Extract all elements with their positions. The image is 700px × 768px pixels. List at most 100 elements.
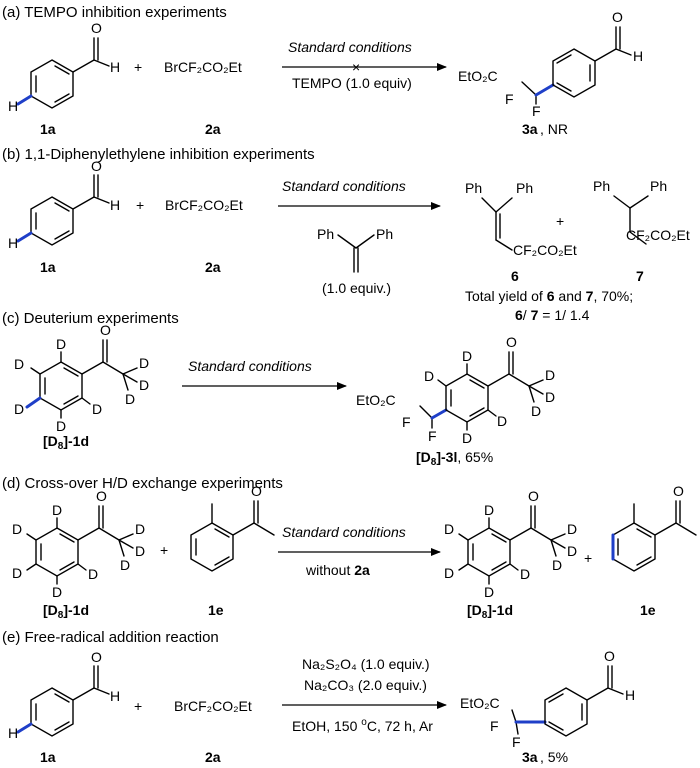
deuterium: D — [424, 368, 434, 384]
ketone-oxygen-1e: O — [251, 483, 262, 499]
fluorine-2: F — [532, 103, 541, 119]
condition-2: Na₂CO₃ (2.0 equiv.) — [304, 677, 427, 693]
condition-3: EtOH, 150 oC, 72 h, Ar — [292, 717, 433, 734]
p6-ph2: Ph — [516, 180, 533, 196]
product-ester: EtO₂C — [458, 68, 498, 84]
fluorine-e2: F — [512, 734, 521, 750]
product-aldehyde-h-e: H — [625, 687, 635, 703]
deuterium: D — [88, 566, 98, 582]
aldehyde-oxygen: O — [91, 20, 102, 36]
reagent-2a: BrCF₂CO₂Et — [164, 59, 242, 75]
ketone-oxygen: O — [100, 322, 111, 338]
label-6: 6 — [511, 268, 519, 284]
yield-line: Total yield of 6 and 7, 70%; — [465, 288, 633, 304]
para-h: H — [8, 98, 18, 114]
product-3a-ring — [552, 26, 632, 98]
deuterium: D — [520, 566, 530, 582]
deuterium: D — [462, 348, 472, 364]
label-1e-p: 1e — [640, 602, 656, 618]
product-ester-c: EtO₂C — [356, 392, 396, 408]
plus-sign-b: + — [136, 197, 144, 213]
benzaldehyde-1a-e — [16, 664, 111, 738]
ketone-oxygen-dp: O — [528, 488, 539, 504]
condition-bottom-d: without 2a — [305, 562, 370, 578]
aldehyde-h-b: H — [110, 197, 120, 213]
deuterium: D — [14, 356, 24, 372]
compound-1e-prod — [612, 500, 697, 572]
section-d: (d) Cross-over H/D exchange experiments … — [2, 475, 697, 621]
ketone-oxygen-p: O — [506, 334, 517, 350]
dpe-ph1: Ph — [317, 226, 334, 242]
label-1a-e: 1a — [40, 749, 56, 765]
deuterium: D — [56, 336, 66, 352]
p7-ph2: Ph — [650, 178, 667, 194]
p6-chain: CF₂CO₂Et — [513, 242, 577, 258]
plus-sign-d2: + — [584, 550, 592, 566]
fluorine-e1: F — [490, 718, 499, 734]
benzaldehyde-1a — [16, 36, 111, 110]
deuterium: D — [462, 430, 472, 446]
condition-top-d: Standard conditions — [282, 524, 406, 540]
product-3a-ring-e — [544, 665, 624, 737]
fluorine-c1: F — [402, 414, 411, 430]
p6-ph1: Ph — [465, 180, 482, 196]
plus-sign-e: + — [134, 698, 142, 714]
section-e: (e) Free-radical addition reaction O H H… — [2, 629, 635, 765]
label-3a-e: 3a — [522, 749, 538, 765]
deuterium: D — [56, 418, 66, 434]
label-2a: 2a — [205, 121, 221, 137]
deuterium: D — [12, 521, 22, 537]
label-1a-b: 1a — [40, 259, 56, 275]
label-3a: 3a — [522, 121, 538, 137]
section-b-title: (b) 1,1-Diphenylethylene inhibition expe… — [2, 146, 315, 163]
ratio-line: 6/ 7 = 1/ 1.4 — [515, 307, 590, 323]
product-ester-e: EtO₂C — [460, 695, 500, 711]
product-aldehyde-o: O — [612, 9, 623, 25]
deuterium: D — [444, 565, 454, 581]
aldehyde-h-e: H — [110, 688, 120, 704]
p7-ph1: Ph — [593, 178, 610, 194]
deuterium: D — [14, 401, 24, 417]
plus-sign-d: + — [160, 542, 168, 558]
deuterium: D — [497, 413, 507, 429]
condition-1: Na₂S₂O₄ (1.0 equiv.) — [302, 656, 430, 672]
label-7: 7 — [636, 268, 644, 284]
deuterium: D — [120, 557, 130, 573]
deuterium: D — [484, 584, 494, 600]
product-aldehyde-o-e: O — [604, 648, 615, 664]
plus-sign-b2: + — [556, 213, 564, 229]
deuterium: D — [135, 521, 145, 537]
reagent-2a-e: BrCF₂CO₂Et — [174, 698, 252, 714]
deuterium: D — [545, 367, 555, 383]
label-3a-e-note: , 5% — [540, 749, 568, 765]
section-e-title: (e) Free-radical addition reaction — [2, 629, 219, 646]
deuterium: D — [531, 403, 541, 419]
dpe-equiv: (1.0 equiv.) — [322, 280, 391, 296]
fluorine-1: F — [505, 91, 514, 107]
aldehyde-oxygen-e: O — [91, 649, 102, 665]
section-d-title: (d) Cross-over H/D exchange experiments — [2, 475, 283, 492]
benzaldehyde-1a-b — [16, 173, 111, 247]
deuterium: D — [139, 355, 149, 371]
ketone-oxygen-d: O — [96, 488, 107, 504]
d8-1d-prod — [467, 505, 552, 577]
condition-top-b: Standard conditions — [282, 178, 406, 194]
ketone-oxygen-1ep: O — [673, 483, 684, 499]
aldehyde-h: H — [110, 59, 120, 75]
label-d8-3l: [D8]-3l, 65% — [416, 449, 493, 468]
blocked-cross: × — [352, 59, 360, 75]
deuterium: D — [567, 521, 577, 537]
label-1e: 1e — [208, 602, 224, 618]
label-d8-1d-sm: [D8]-1d — [43, 602, 89, 621]
deuterium: D — [444, 521, 454, 537]
section-a-title: (a) TEMPO inhibition experiments — [2, 4, 227, 21]
reagent-2a-b: BrCF₂CO₂Et — [165, 197, 243, 213]
section-a: (a) TEMPO inhibition experiments O H H +… — [2, 4, 643, 137]
label-2a-b: 2a — [205, 259, 221, 275]
deuterium: D — [12, 565, 22, 581]
condition-bottom: TEMPO (1.0 equiv) — [292, 75, 412, 91]
label-3a-note: , NR — [540, 121, 568, 137]
compound-1e — [190, 500, 275, 572]
para-h-e: H — [8, 725, 18, 741]
